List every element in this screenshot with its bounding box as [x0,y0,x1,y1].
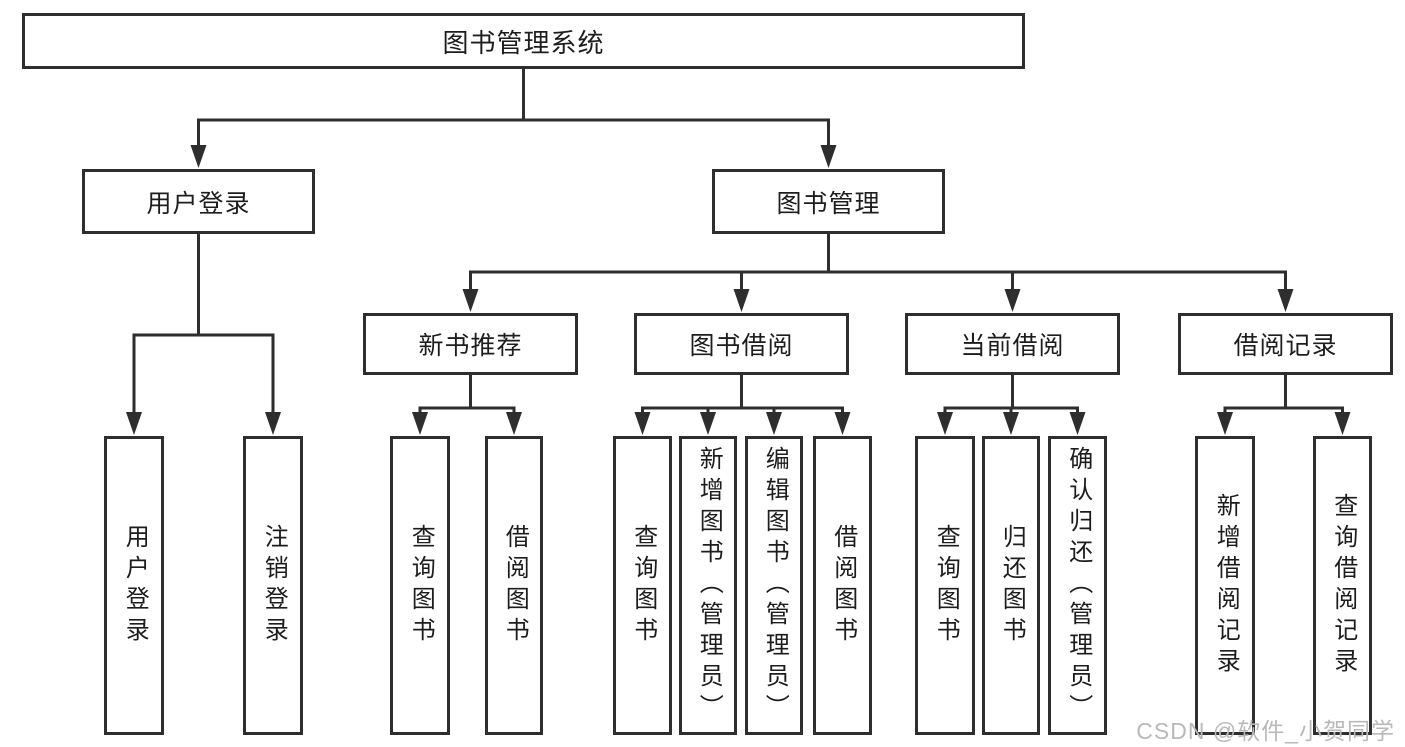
node-label: 图书管理系统 [442,27,605,58]
arrowhead [1069,412,1086,435]
node-label: 新书推荐 [418,332,523,360]
node-label: 归还图书 [998,523,1026,648]
connector-borrowing-to-leaves [641,373,844,419]
arrowhead [766,412,782,435]
arrowhead [126,412,142,435]
node-label: 图书借阅 [689,332,794,360]
connector-current-to-leaves [943,373,1079,419]
connector-mgmt-to-level3 [469,232,1287,295]
arrowhead [1004,289,1021,312]
leaf-borrow-books-recommend: 借阅图书 [485,436,543,735]
connector-login-to-leaves [132,232,275,419]
leaf-borrow-books-borrowing: 借阅图书 [813,436,872,735]
csdn-watermark: CSDN @软件_小贺同学 [1136,718,1395,744]
arrowhead [1334,412,1351,435]
leaf-query-borrow-record: 查询借阅记录 [1313,436,1372,735]
node-label: 当前借阅 [960,332,1065,360]
arrowhead [506,412,522,435]
leaf-logout: 注销登录 [243,436,303,735]
node-current-borrowing: 当前借阅 [905,313,1120,375]
arrowhead [1217,412,1233,435]
leaf-add-borrow-record: 新增借阅记录 [1195,436,1255,735]
arrowhead [462,289,479,312]
node-book-management-system: 图书管理系统 [22,13,1025,69]
node-label: 查询图书 [407,523,435,648]
node-label: 查询借阅记录 [1329,492,1357,679]
node-label: 图书管理 [776,189,881,218]
connector-root-to-level2 [197,67,830,152]
leaf-edit-books-admin: 编辑图书（管理员） [745,436,803,735]
arrowheads [126,145,1351,435]
node-book-management: 图书管理 [712,169,945,234]
arrowhead [834,412,851,435]
node-label: 用户登录 [121,523,149,648]
arrowhead [634,412,651,435]
node-label: 借阅记录 [1233,332,1338,360]
node-label: 编辑图书（管理员） [761,446,789,725]
node-book-borrowing: 图书借阅 [634,313,849,375]
node-label: 借阅图书 [829,523,857,648]
arrowhead [1277,289,1294,312]
connector-recommend-to-leaves [418,373,516,419]
node-new-book-recommendation: 新书推荐 [363,313,578,375]
node-label: 注销登录 [260,523,288,648]
arrowhead [190,145,207,168]
node-user-login: 用户登录 [82,169,315,234]
arrowhead [700,412,716,435]
node-borrowing-records: 借阅记录 [1178,313,1393,375]
node-label: 新增图书（管理员） [695,446,723,725]
node-label: 确认归还（管理员） [1064,446,1092,725]
arrowhead [733,289,750,312]
leaf-return-books: 归还图书 [982,436,1040,735]
node-label: 查询图书 [932,523,960,648]
arrowhead [1003,412,1019,435]
arrowhead [265,412,281,435]
arrowhead [412,412,428,435]
leaf-user-login: 用户登录 [104,436,164,735]
node-label: 新增借阅记录 [1212,492,1240,679]
connector-records-to-leaves [1223,373,1344,419]
leaf-add-books-admin: 新增图书（管理员） [679,436,737,735]
leaf-query-books-current: 查询图书 [915,436,975,735]
arrowhead [937,412,953,435]
leaf-confirm-return-admin: 确认归还（管理员） [1048,436,1107,735]
node-label: 借阅图书 [501,523,529,648]
node-label: 查询图书 [629,523,657,648]
leaf-query-books-borrowing: 查询图书 [613,436,672,735]
leaf-query-books-recommend: 查询图书 [390,436,450,735]
arrowhead [820,145,837,168]
node-label: 用户登录 [146,189,251,218]
